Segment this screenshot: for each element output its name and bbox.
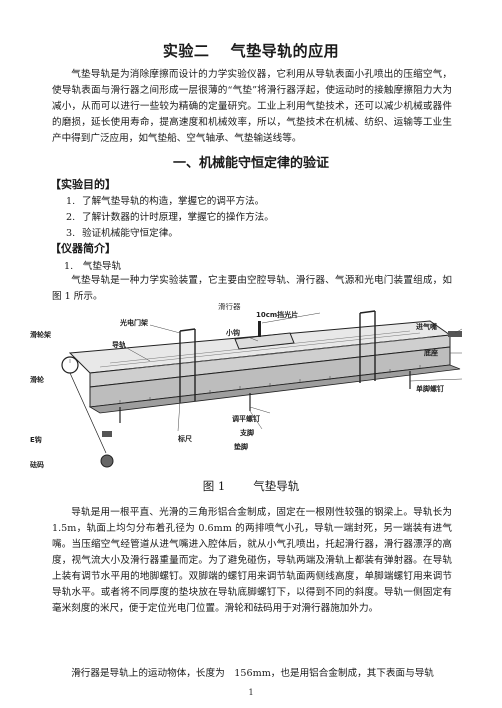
item-text: 了解气垫导轨的构造，掌握它的调平方法。	[82, 196, 265, 207]
label-shading-plate: 10cm挡光片	[256, 310, 298, 319]
photogate-bracket-right	[359, 310, 376, 383]
label-rail: 导轨	[112, 340, 126, 349]
photogate-bracket-left	[179, 328, 196, 403]
label-support-foot: 支脚	[239, 428, 254, 437]
item-number: 1.	[66, 196, 76, 207]
label-base: 底座	[424, 348, 438, 357]
purpose-item-3: 3. 验证机械能守恒定律。	[66, 225, 178, 239]
slider-description-paragraph: 滑行器是导轨上的运动物体，长度为 156mm，也是用铝合金制成，其下表面与导轨	[71, 668, 434, 679]
caption-number: 图 1	[202, 479, 226, 493]
label-air-inlet: 进气嘴	[416, 322, 437, 331]
caption-text: 气垫导轨	[253, 479, 300, 493]
subsection-heading: 1. 气垫导轨	[64, 261, 122, 272]
page-number: 1	[248, 688, 254, 697]
item-text: 了解计数器的计时原理，掌握它的操作方法。	[82, 212, 274, 223]
weight-mass	[100, 454, 114, 468]
label-pulley-frame: 滑轮架	[30, 330, 51, 339]
purpose-heading: 【实验目的】	[50, 178, 116, 191]
air-track-figure: 滑行器 光电门架 10cm挡光片 小钩 进气嘴 导轨 滑轮架 滑轮 底座 单脚螺…	[30, 303, 463, 469]
label-small-hook: 小钩	[225, 328, 240, 337]
label-hook: E钩	[30, 435, 42, 444]
rail-intro-paragraph: 气垫导轨是一种力学实验装置，它主要由空腔导轨、滑行器、气源和光电门装置组成，如图…	[52, 275, 452, 302]
rail-description-paragraph: 导轨是用一根平直、光滑的三角形铝合金制成，固定在一根刚性较强的钢梁上。导轨长为 …	[52, 507, 452, 614]
label-slider: 滑行器	[218, 303, 241, 311]
leader-lines	[69, 312, 463, 432]
air-inlet-nozzle	[448, 331, 462, 337]
slider-block	[234, 332, 295, 350]
purpose-item-1: 1. 了解气垫导轨的构造，掌握它的调平方法。	[66, 193, 264, 207]
item-text: 验证机械能守恒定律。	[82, 228, 178, 239]
string	[69, 372, 107, 454]
intro-paragraph: 气垫导轨是为消除摩擦而设计的力学实验仪器，它利用从导轨表面小孔喷出的压缩空气，使…	[52, 69, 452, 144]
label-scale: 标尺	[177, 434, 192, 443]
label-weight: 砝码	[30, 460, 44, 469]
label-single-foot-screw: 单脚螺钉	[416, 384, 444, 393]
label-adjust-screw: 调平螺钉	[232, 414, 260, 423]
page-title: 实验二 气垫导轨的应用	[162, 42, 340, 60]
purpose-item-2: 2. 了解计数器的计时原理，掌握它的操作方法。	[66, 209, 274, 223]
label-pad: 垫脚	[234, 442, 248, 451]
figure-caption: 图 1 气垫导轨	[0, 478, 502, 494]
item-number: 3.	[66, 228, 76, 239]
section-heading: 一、机械能守恒定律的验证	[172, 156, 329, 171]
item-number: 2.	[66, 212, 76, 223]
label-photogate-bracket: 光电门架	[119, 318, 148, 327]
hook-weight	[102, 431, 112, 437]
label-pulley: 滑轮	[30, 375, 44, 384]
instrument-heading: 【仪器简介】	[50, 242, 116, 255]
support-feet	[119, 371, 411, 423]
shading-plate	[258, 321, 261, 337]
